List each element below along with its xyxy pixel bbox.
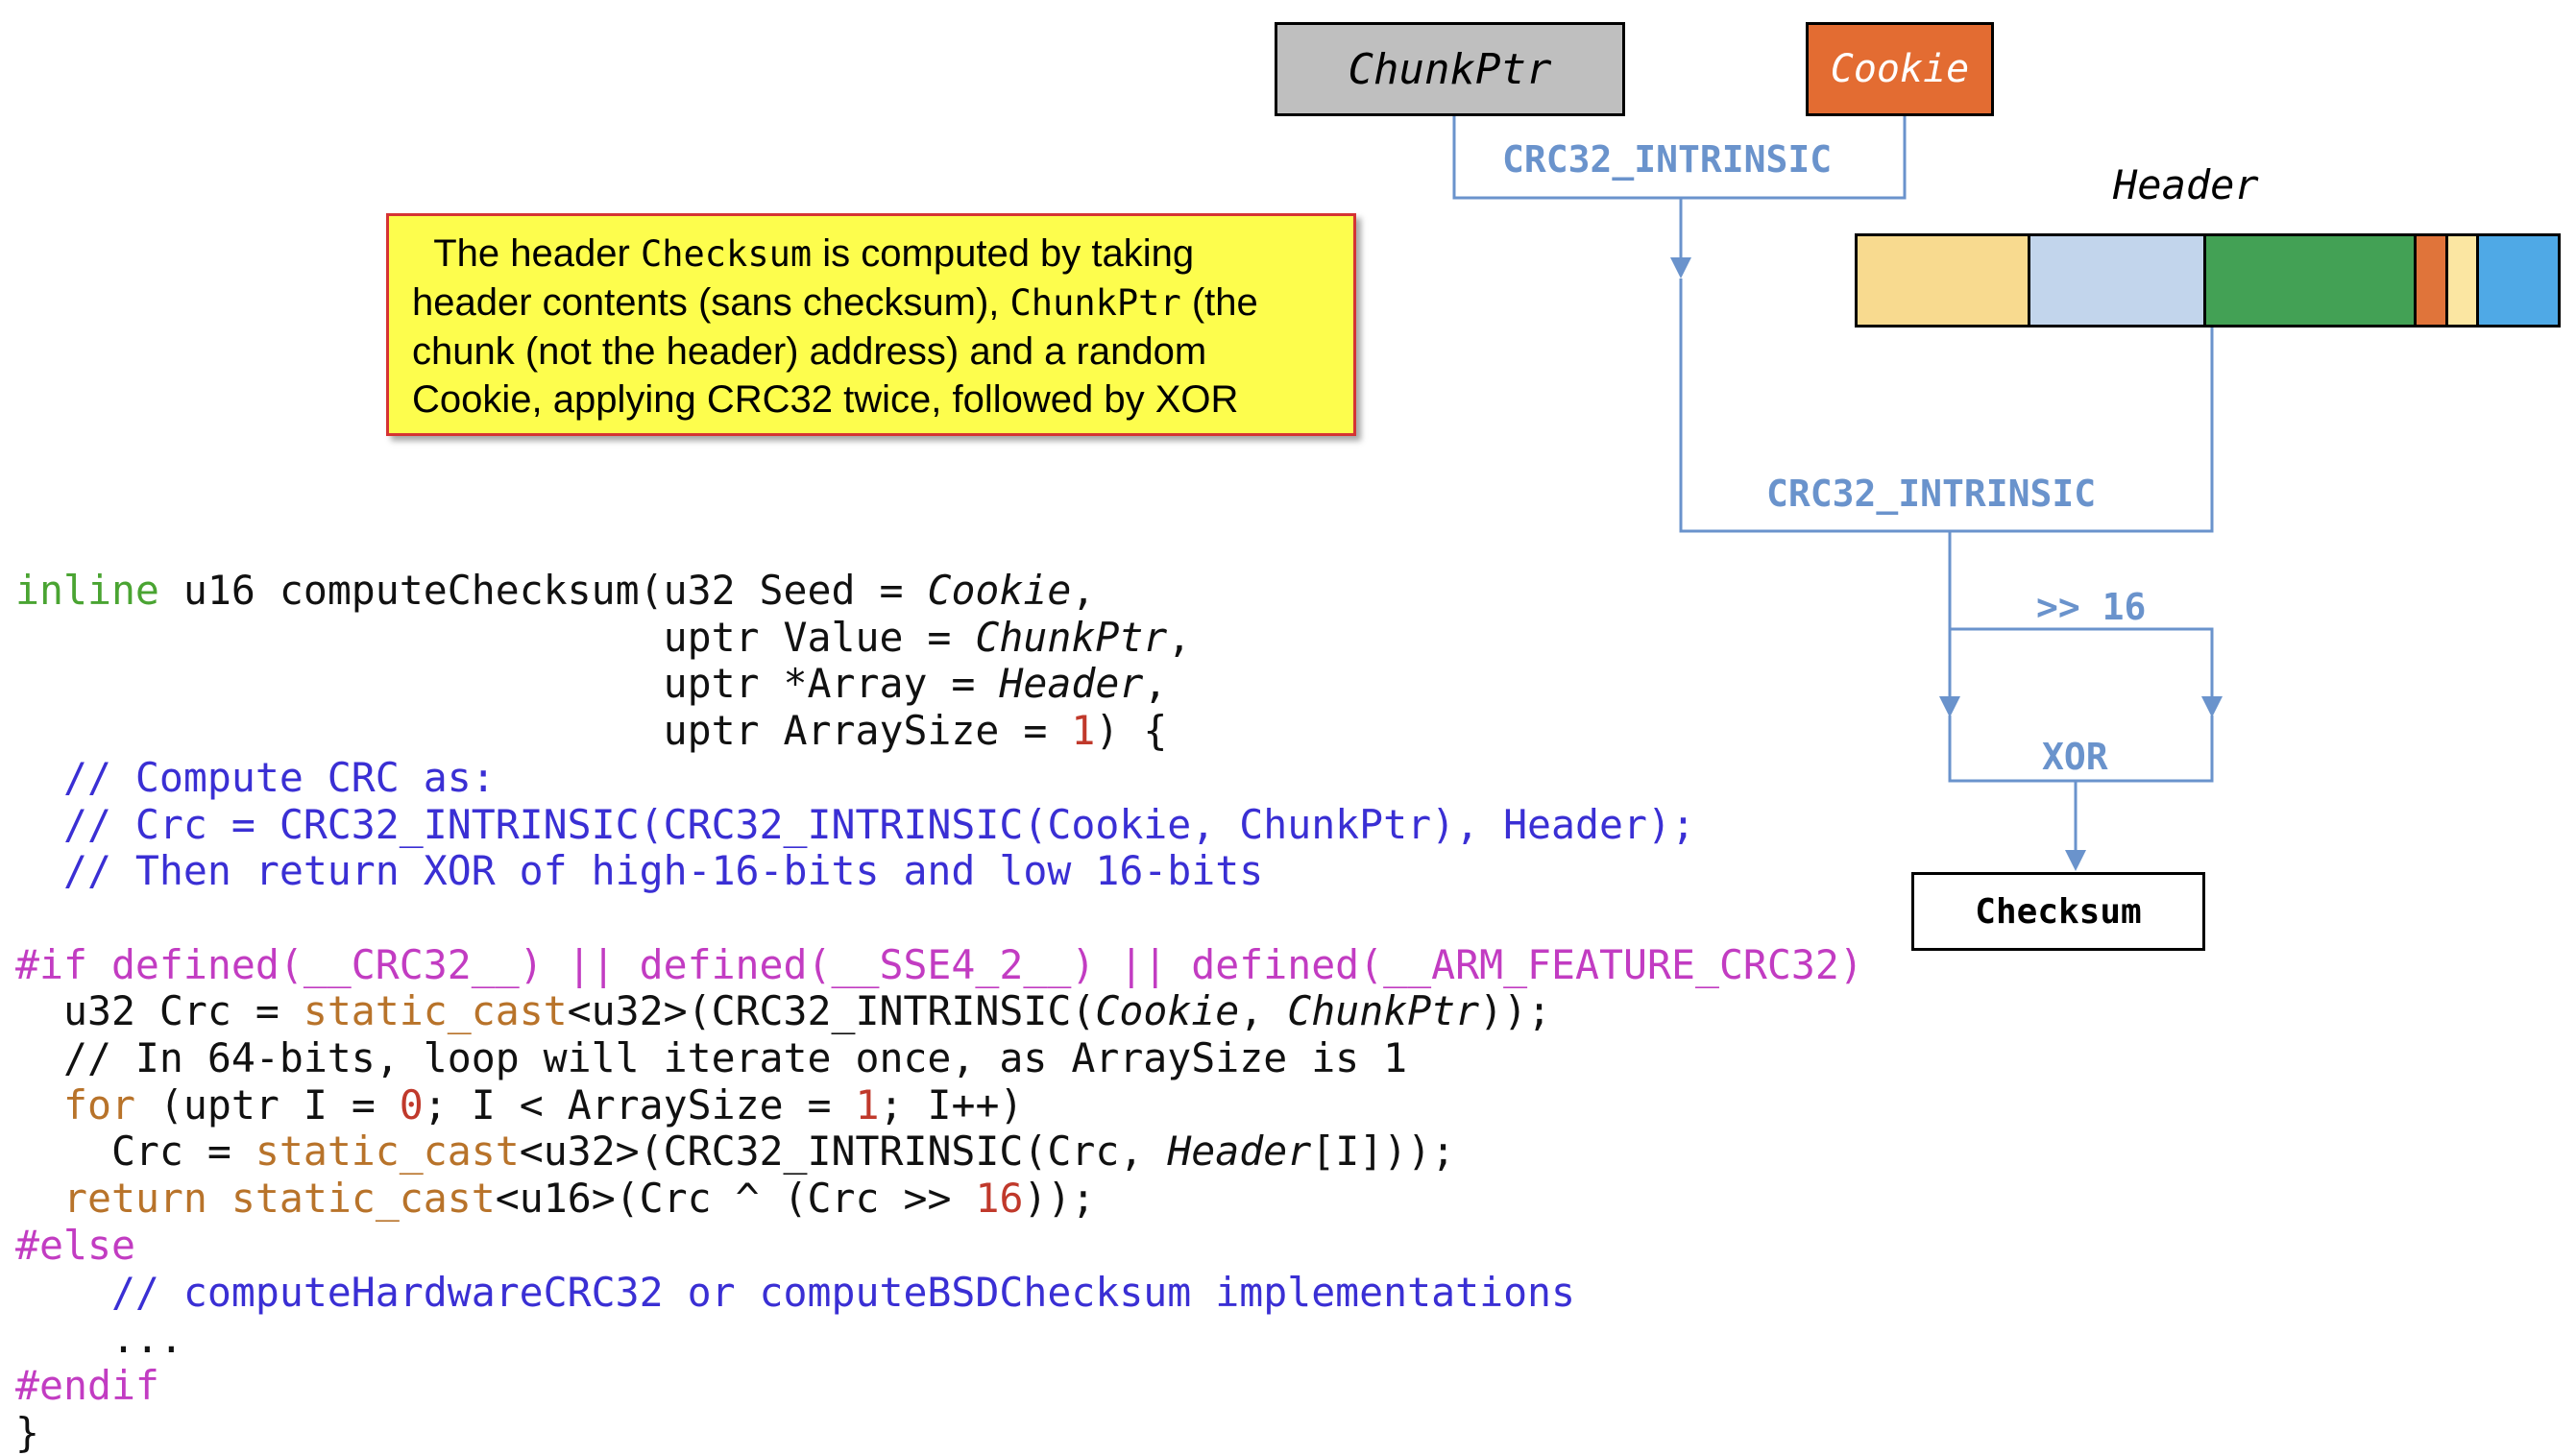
code-text: <u16>(Crc ^ (Crc >>: [495, 1175, 976, 1223]
note-text: is computed by taking: [812, 232, 1195, 275]
code-italic: Cookie: [1095, 987, 1240, 1035]
code-line: uptr *Array = Header,: [15, 660, 1168, 708]
cast-keyword: static_cast: [303, 987, 568, 1035]
note-text: The header: [433, 232, 641, 275]
code-comment: // Compute CRC as:: [15, 753, 496, 801]
code-text: ,: [1239, 987, 1288, 1035]
crc-intrinsic-label-top: CRC32_INTRINSIC: [1498, 138, 1836, 181]
keyword: return: [62, 1175, 207, 1223]
code-line: u32 Crc = static_cast<u32>(CRC32_INTRINS…: [15, 987, 1551, 1034]
code-line: for (uptr I = 0; I < ArraySize = 1; I++): [15, 1081, 1023, 1128]
note-line: Cookie, applying CRC32 twice, followed b…: [412, 378, 1239, 421]
header-bar: [1855, 233, 2561, 328]
number-literal: 16: [975, 1175, 1024, 1223]
code-text: <u32>(CRC32_INTRINSIC(Crc,: [519, 1128, 1168, 1176]
code-text: [207, 1175, 231, 1222]
code-text: ));: [1023, 1175, 1096, 1223]
code-text: [I]));: [1311, 1128, 1456, 1176]
keyword: inline: [15, 567, 159, 614]
header-segment: [2479, 236, 2558, 325]
code-text: ,: [1167, 613, 1192, 661]
code-text: uptr Value =: [15, 613, 976, 661]
code-text: [15, 1081, 63, 1128]
code-line: Crc = static_cast<u32>(CRC32_INTRINSIC(C…: [15, 1128, 1456, 1176]
header-segment: [2206, 236, 2417, 325]
code-text: u16 computeChecksum(u32 Seed =: [158, 567, 928, 614]
code-text: ; I++): [879, 1080, 1024, 1128]
code-listing: inline u16 computeChecksum(u32 Seed = Co…: [15, 567, 1863, 1456]
code-text: u32 Crc =: [15, 987, 304, 1035]
note-callout: The header Checksum is computed by takin…: [386, 213, 1356, 436]
arrowhead: [2201, 696, 2223, 717]
code-line: uptr Value = ChunkPtr,: [15, 613, 1192, 661]
checksum-label: Checksum: [1975, 891, 2142, 932]
code-comment: // Crc = CRC32_INTRINSIC(CRC32_INTRINSIC…: [15, 800, 1695, 848]
flow-line-split: [1950, 627, 2214, 698]
code-text: uptr *Array =: [15, 660, 1000, 708]
code-text: ,: [1071, 567, 1096, 614]
header-segment: [1858, 236, 2030, 325]
code-italic: ChunkPtr: [1287, 987, 1480, 1035]
cast-keyword: static_cast: [231, 1175, 496, 1223]
preprocessor-directive: #else: [15, 1221, 135, 1269]
xor-label: XOR: [2042, 736, 2108, 778]
code-italic: ChunkPtr: [975, 613, 1168, 661]
code-text: ) {: [1095, 707, 1168, 755]
code-text: ; I < ArraySize =: [423, 1080, 856, 1128]
code-text: ,: [1143, 660, 1168, 708]
code-text: <u32>(CRC32_INTRINSIC(: [567, 987, 1096, 1035]
shift-label: >> 16: [2036, 586, 2147, 628]
code-line: ...: [15, 1315, 183, 1363]
crc-intrinsic-label-mid: CRC32_INTRINSIC: [1766, 473, 2097, 515]
number-literal: 0: [399, 1080, 424, 1128]
note-line: header contents (sans checksum), ChunkPt…: [412, 279, 1332, 328]
header-segment: [2030, 236, 2206, 325]
header-segment: [2417, 236, 2448, 325]
note-code: ChunkPtr: [1009, 282, 1181, 324]
flow-line-xor-merge: [1948, 716, 2214, 783]
chunkptr-label: ChunkPtr: [1348, 44, 1552, 94]
arrowhead: [1939, 696, 1960, 717]
number-literal: 1: [855, 1080, 880, 1128]
code-line: return static_cast<u16>(Crc ^ (Crc >> 16…: [15, 1175, 1095, 1222]
number-literal: 1: [1071, 707, 1096, 755]
arrowhead: [2065, 850, 2086, 871]
cast-keyword: static_cast: [255, 1128, 520, 1176]
code-italic: Header: [1167, 1128, 1312, 1176]
code-line: }: [15, 1408, 39, 1456]
cookie-label: Cookie: [1830, 47, 1970, 91]
code-line: // In 64-bits, loop will iterate once, a…: [15, 1034, 1408, 1082]
note-line: The header Checksum is computed by takin…: [412, 230, 1332, 279]
arrowhead: [1670, 257, 1691, 279]
checksum-box: Checksum: [1911, 872, 2205, 951]
code-line: inline u16 computeChecksum(u32 Seed = Co…: [15, 567, 1095, 614]
preprocessor-directive: #if defined(__CRC32__) || defined(__SSE4…: [15, 940, 1863, 988]
note-line: chunk (not the header) address) and a ra…: [412, 330, 1207, 373]
code-italic: Cookie: [927, 567, 1072, 614]
keyword: for: [62, 1080, 135, 1128]
note-code: Checksum: [640, 233, 813, 275]
code-comment: // computeHardwareCRC32 or computeBSDChe…: [15, 1268, 1576, 1316]
header-segment: [2448, 236, 2479, 325]
note-text: (the: [1180, 281, 1258, 324]
code-line: uptr ArraySize = 1) {: [15, 707, 1168, 755]
cookie-box: Cookie: [1806, 22, 1994, 116]
note-text: header contents (sans checksum),: [412, 281, 1010, 324]
code-text: [15, 1175, 63, 1222]
flow-line-crc2-merge: [1679, 279, 2214, 533]
code-italic: Header: [999, 660, 1144, 708]
preprocessor-directive: #endif: [15, 1361, 159, 1409]
code-text: uptr ArraySize =: [15, 707, 1072, 755]
code-text: Crc =: [15, 1128, 255, 1176]
code-comment: // Then return XOR of high-16-bits and l…: [15, 847, 1264, 895]
code-text: ));: [1479, 987, 1552, 1035]
chunkptr-box: ChunkPtr: [1275, 22, 1625, 116]
code-text: (uptr I =: [134, 1080, 400, 1128]
header-label: Header: [2113, 161, 2259, 208]
